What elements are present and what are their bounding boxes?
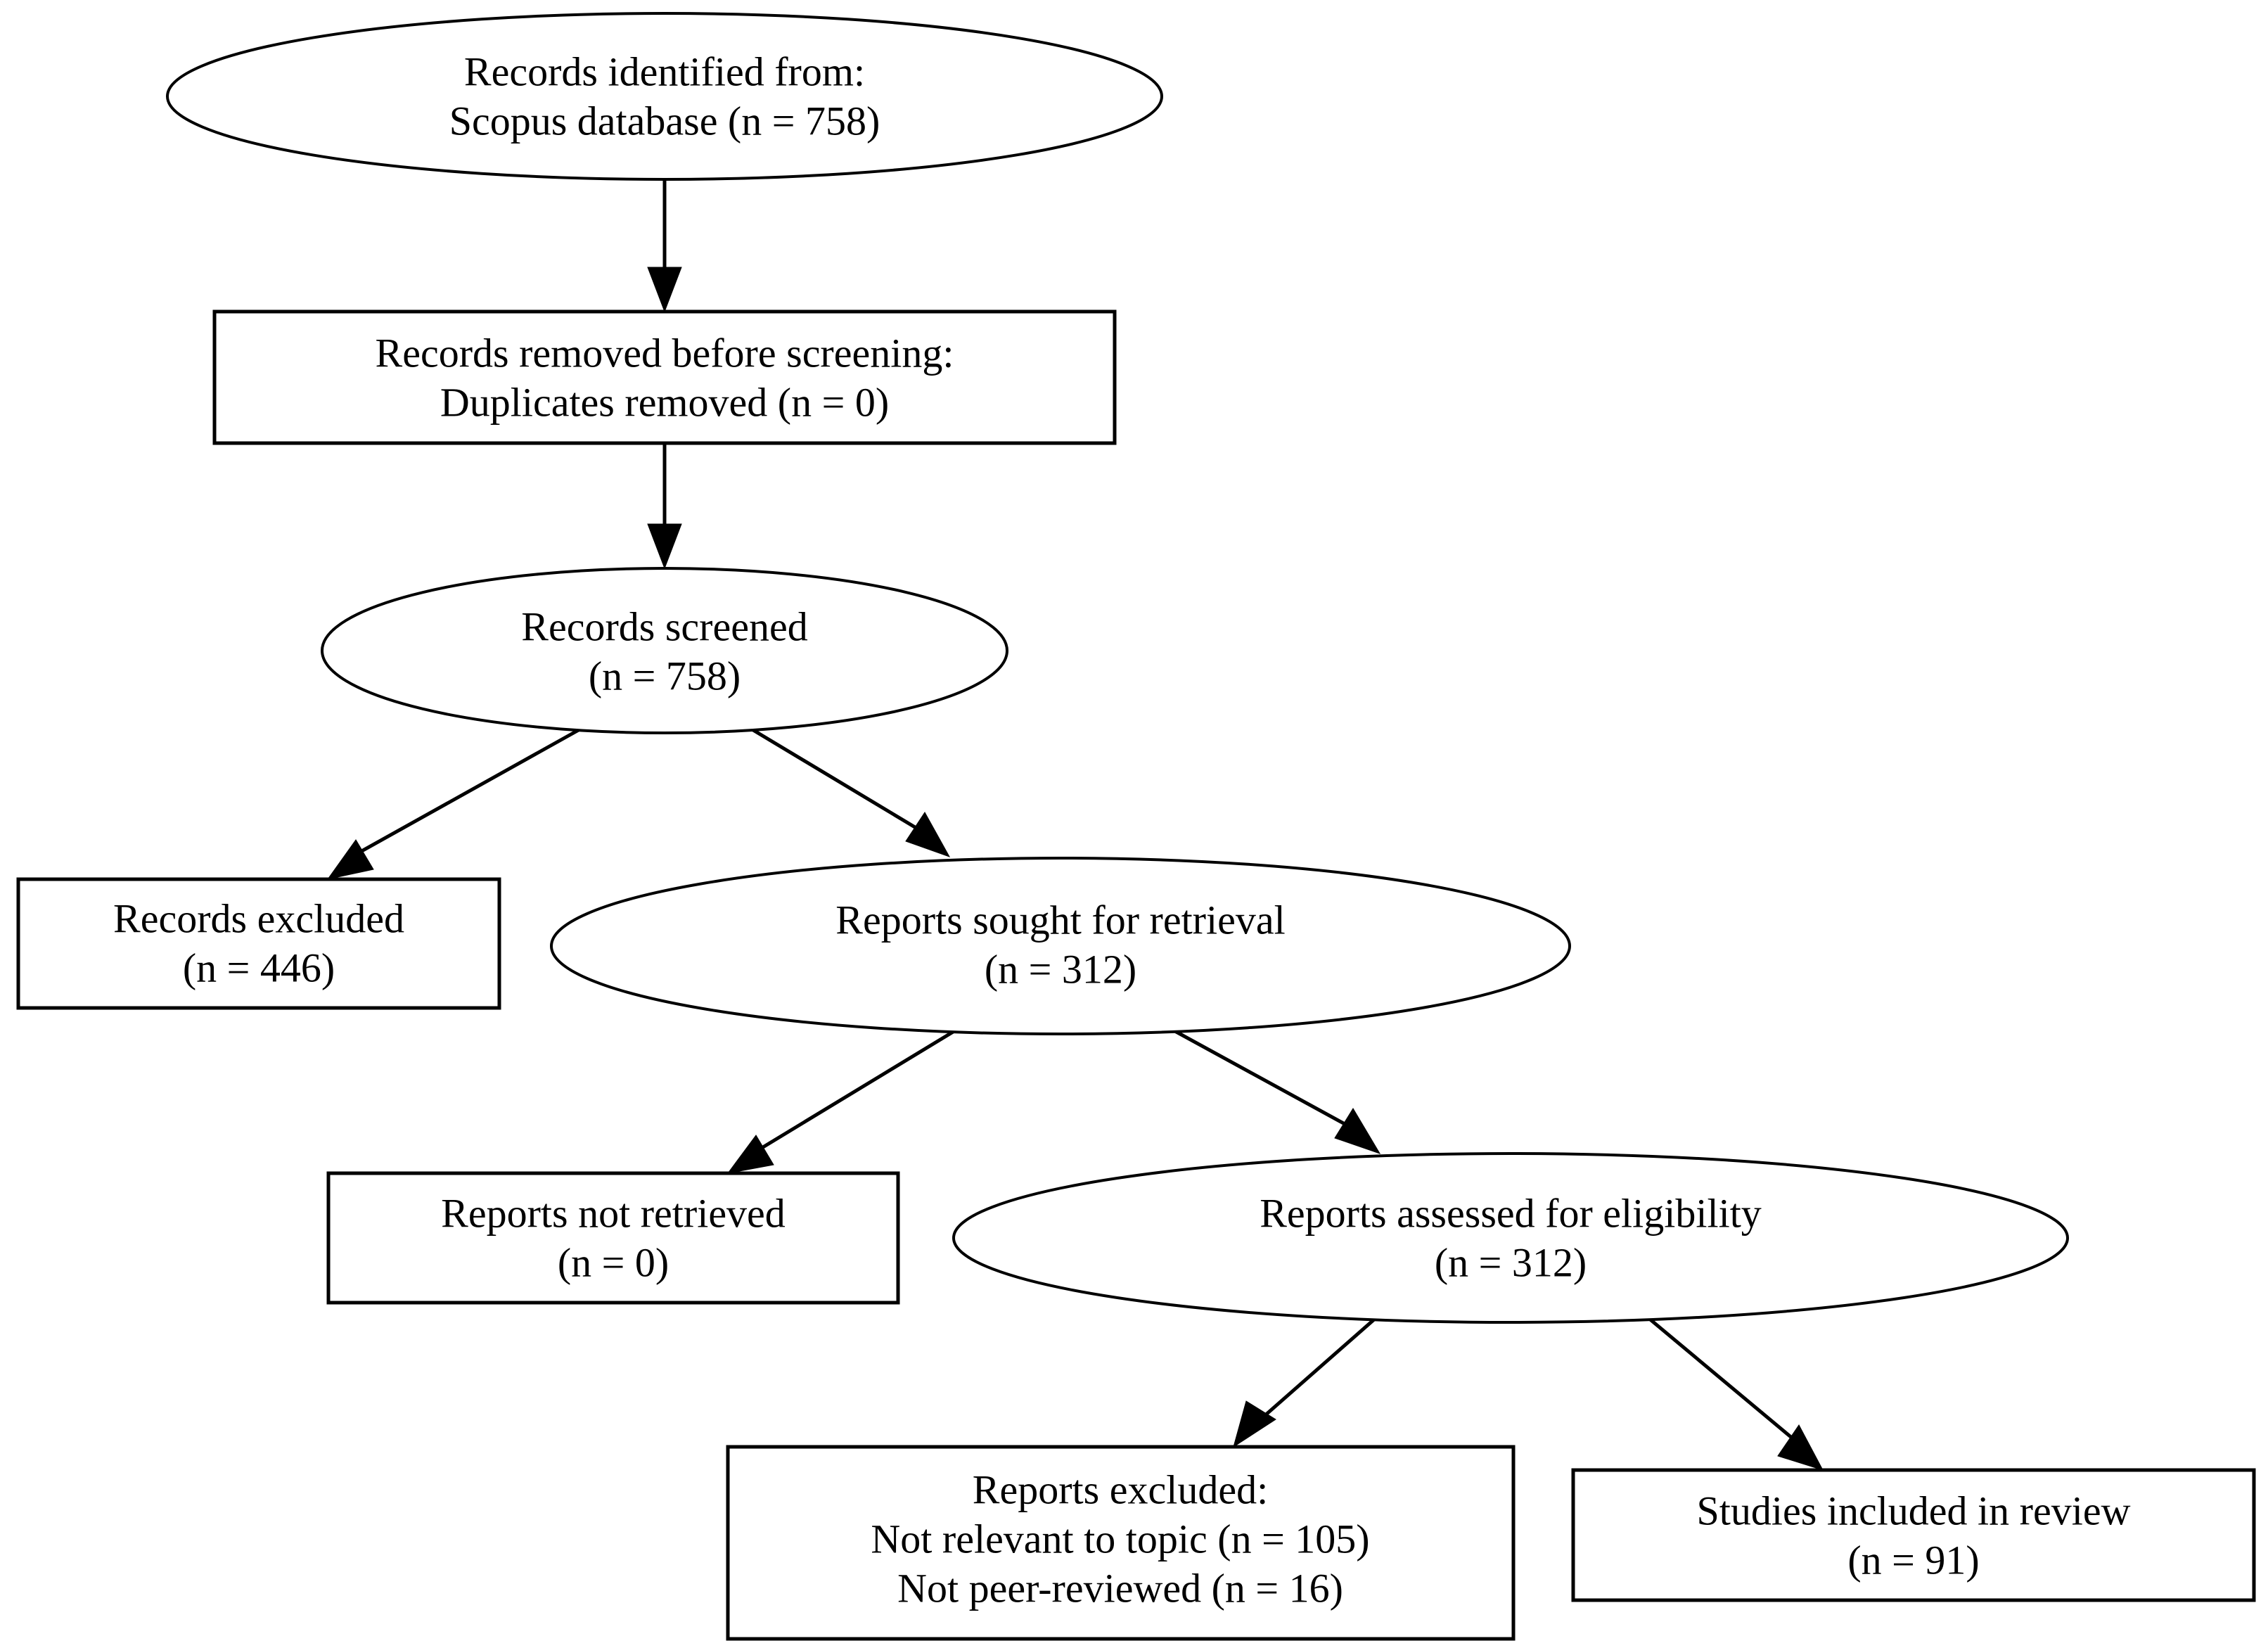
node-reports-sought-line1: Reports sought for retrieval: [835, 897, 1285, 943]
node-records-identified: Records identified from: Scopus database…: [166, 12, 1163, 181]
node-records-removed: Records removed before screening: Duplic…: [212, 309, 1117, 445]
edge-identified-to-removed: [647, 180, 682, 313]
node-shape-box: [16, 877, 501, 1010]
node-reports-excluded-line2: Not relevant to topic (n = 105): [871, 1516, 1369, 1561]
arrow-head-icon: [726, 1135, 774, 1174]
node-studies-included-line2: (n = 91): [1847, 1537, 1979, 1583]
node-records-removed-line2: Duplicates removed (n = 0): [440, 379, 889, 425]
arrow-head-icon: [647, 267, 682, 313]
node-records-removed-line1: Records removed before screening:: [376, 330, 954, 376]
node-records-screened: Records screened (n = 758): [321, 567, 1008, 734]
arrow-head-icon: [1334, 1108, 1381, 1154]
node-records-identified-line1: Records identified from:: [464, 49, 865, 94]
node-reports-not-retrieved-line1: Reports not retrieved: [441, 1190, 786, 1236]
node-shape-ellipse: [952, 1152, 2069, 1324]
edge-removed-to-screened: [647, 443, 682, 570]
node-records-identified-line2: Scopus database (n = 758): [449, 98, 880, 143]
edge-assessed-to-reports-excluded: [1233, 1312, 1382, 1448]
node-reports-not-retrieved: Reports not retrieved (n = 0): [326, 1171, 900, 1305]
node-shape-box: [726, 1445, 1516, 1641]
node-reports-excluded-line3: Not peer-reviewed (n = 16): [897, 1565, 1343, 1611]
arrow-head-icon: [1233, 1400, 1276, 1448]
node-shape-box: [212, 309, 1117, 445]
node-shape-ellipse: [321, 567, 1008, 734]
edge-sought-to-not-retrieved: [726, 1019, 972, 1174]
node-shape-ellipse: [550, 857, 1571, 1035]
edge-sought-to-assessed: [1155, 1019, 1381, 1154]
node-records-excluded-line2: (n = 446): [183, 945, 335, 990]
node-records-screened-line1: Records screened: [521, 603, 807, 649]
arrow-head-icon: [1777, 1424, 1824, 1471]
node-reports-assessed: Reports assessed for eligibility (n = 31…: [952, 1152, 2069, 1324]
node-reports-sought: Reports sought for retrieval (n = 312): [550, 857, 1571, 1035]
arrow-head-icon: [647, 523, 682, 570]
node-reports-assessed-line1: Reports assessed for eligibility: [1260, 1190, 1762, 1236]
arrow-head-icon: [905, 812, 951, 857]
node-reports-excluded-line1: Reports excluded:: [973, 1467, 1268, 1512]
arrow-head-icon: [326, 839, 374, 880]
node-records-excluded: Records excluded (n = 446): [16, 877, 501, 1010]
node-reports-assessed-line2: (n = 312): [1435, 1239, 1587, 1285]
node-records-excluded-line1: Records excluded: [113, 895, 404, 941]
node-reports-excluded: Reports excluded: Not relevant to topic …: [726, 1445, 1516, 1641]
edge-screened-to-sought: [748, 726, 951, 857]
node-studies-included: Studies included in review (n = 91): [1571, 1468, 2256, 1602]
node-shape-ellipse: [166, 12, 1163, 181]
node-shape-box: [326, 1171, 900, 1305]
node-records-screened-line2: (n = 758): [589, 653, 741, 698]
node-shape-box: [1571, 1468, 2256, 1602]
node-reports-sought-line2: (n = 312): [985, 946, 1136, 992]
edge-assessed-to-included: [1642, 1312, 1824, 1471]
node-reports-not-retrieved-line2: (n = 0): [558, 1239, 669, 1285]
edge-screened-to-records-excluded: [326, 726, 584, 880]
node-studies-included-line1: Studies included in review: [1697, 1488, 2131, 1533]
